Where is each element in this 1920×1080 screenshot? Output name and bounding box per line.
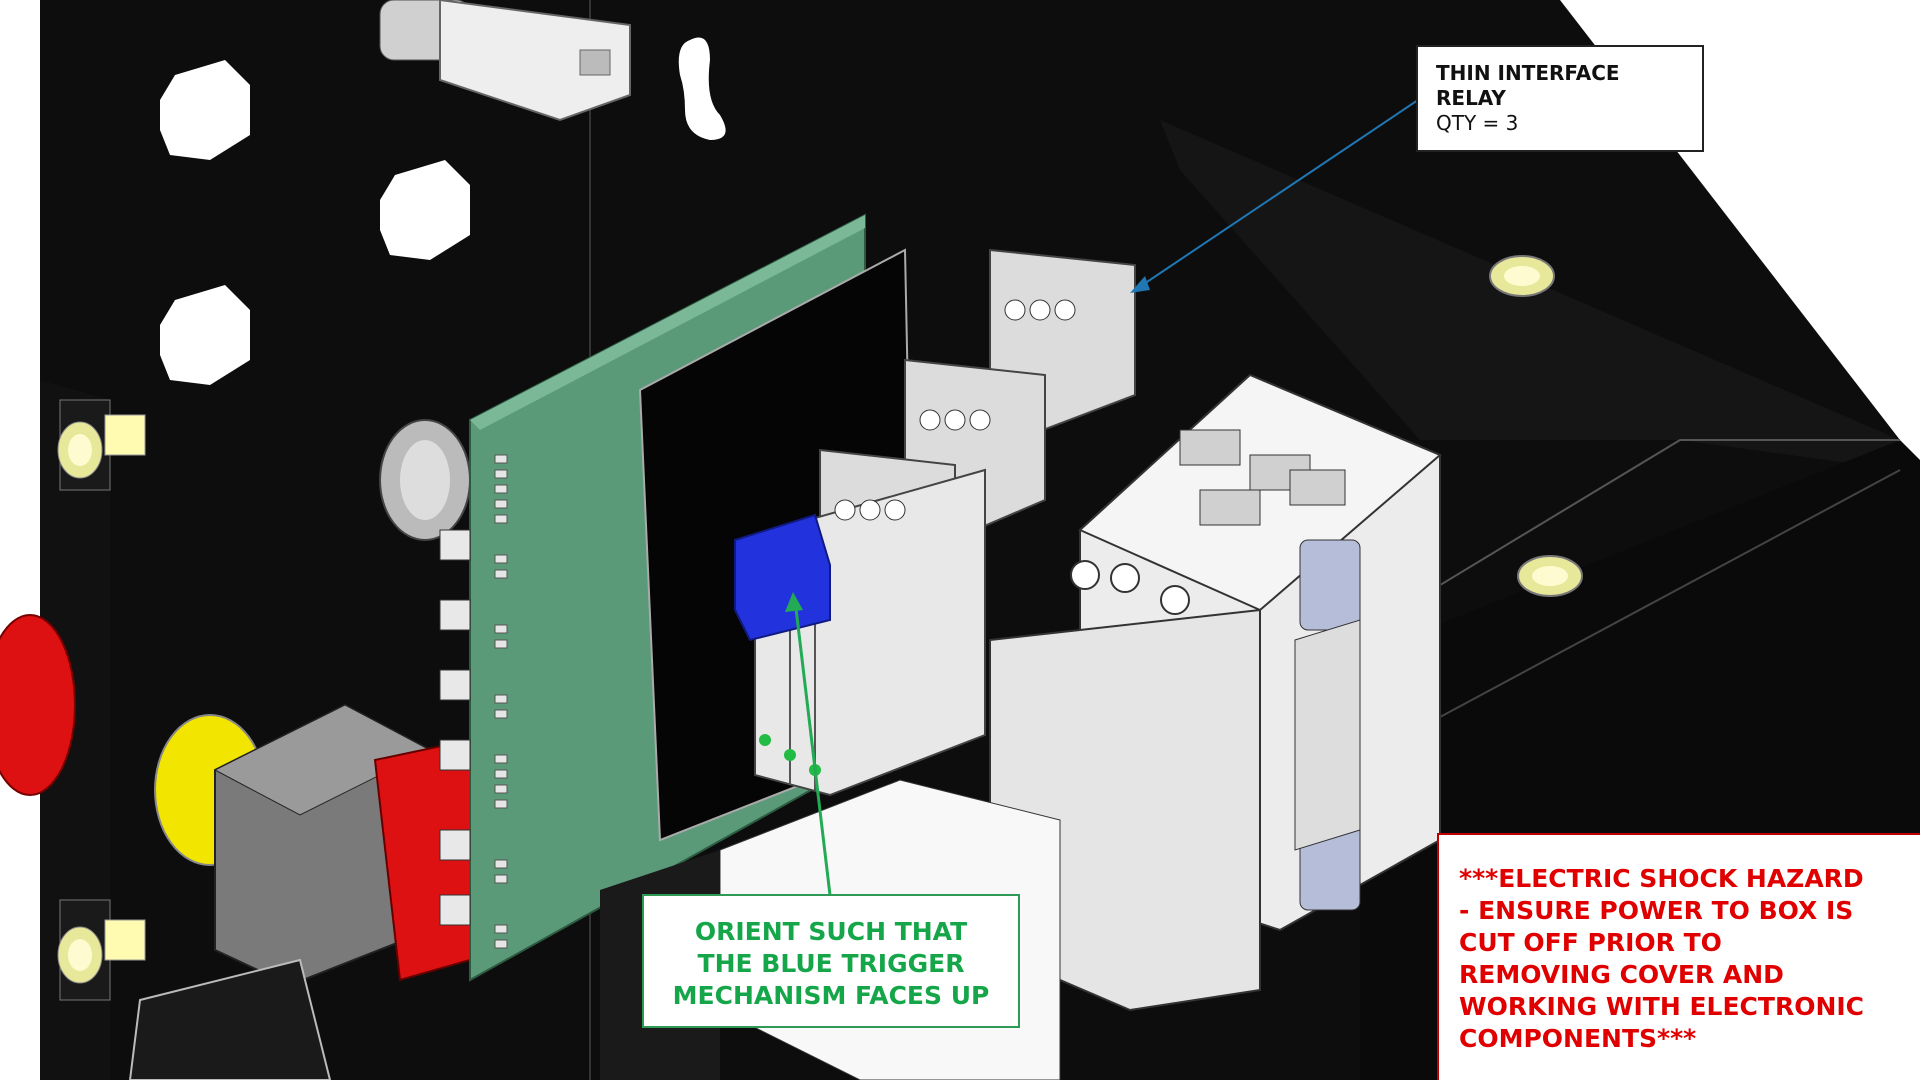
hazard-callout-line3: CUT OFF PRIOR TO — [1459, 928, 1722, 957]
hazard-callout-line5: WORKING WITH ELECTRONIC — [1459, 992, 1865, 1021]
mounting-cutouts — [160, 37, 726, 385]
relay-callout-qty: QTY = 3 — [1436, 111, 1519, 135]
thin-interface-relays — [734, 248, 1136, 797]
relay-leader-arrow — [1130, 276, 1150, 293]
top-connector-icon — [379, 0, 631, 122]
orient-leader-arrow — [785, 592, 803, 612]
cable-gland-icon — [379, 419, 471, 541]
hazard-callout-line4: REMOVING COVER AND — [1459, 960, 1784, 989]
relay-callout-title-line2: RELAY — [1436, 86, 1506, 110]
hazard-callout-line6: COMPONENTS*** — [1459, 1024, 1697, 1053]
orient-callout-line3: MECHANISM FACES UP — [672, 981, 990, 1010]
hazard-callout: ***ELECTRIC SHOCK HAZARD - ENSURE POWER … — [1437, 833, 1920, 1080]
emergency-stop-icon — [0, 614, 471, 1080]
relay-callout: THIN INTERFACE RELAY QTY = 3 — [1416, 45, 1704, 152]
orient-callout-line2: THE BLUE TRIGGER — [697, 949, 965, 978]
orient-leader-line — [793, 599, 832, 896]
relay-callout-title-line1: THIN INTERFACE — [1436, 61, 1620, 85]
hazard-callout-line1: ***ELECTRIC SHOCK HAZARD — [1459, 864, 1864, 893]
orient-callout-line1: ORIENT SUCH THAT — [694, 917, 968, 946]
orient-callout: ORIENT SUCH THAT THE BLUE TRIGGER MECHAN… — [642, 894, 1020, 1028]
side-terminal-block — [1294, 539, 1361, 911]
standoff-icons — [57, 255, 1583, 1001]
relay-leader-line — [1134, 99, 1419, 291]
hazard-callout-line2: - ENSURE POWER TO BOX IS — [1459, 896, 1854, 925]
